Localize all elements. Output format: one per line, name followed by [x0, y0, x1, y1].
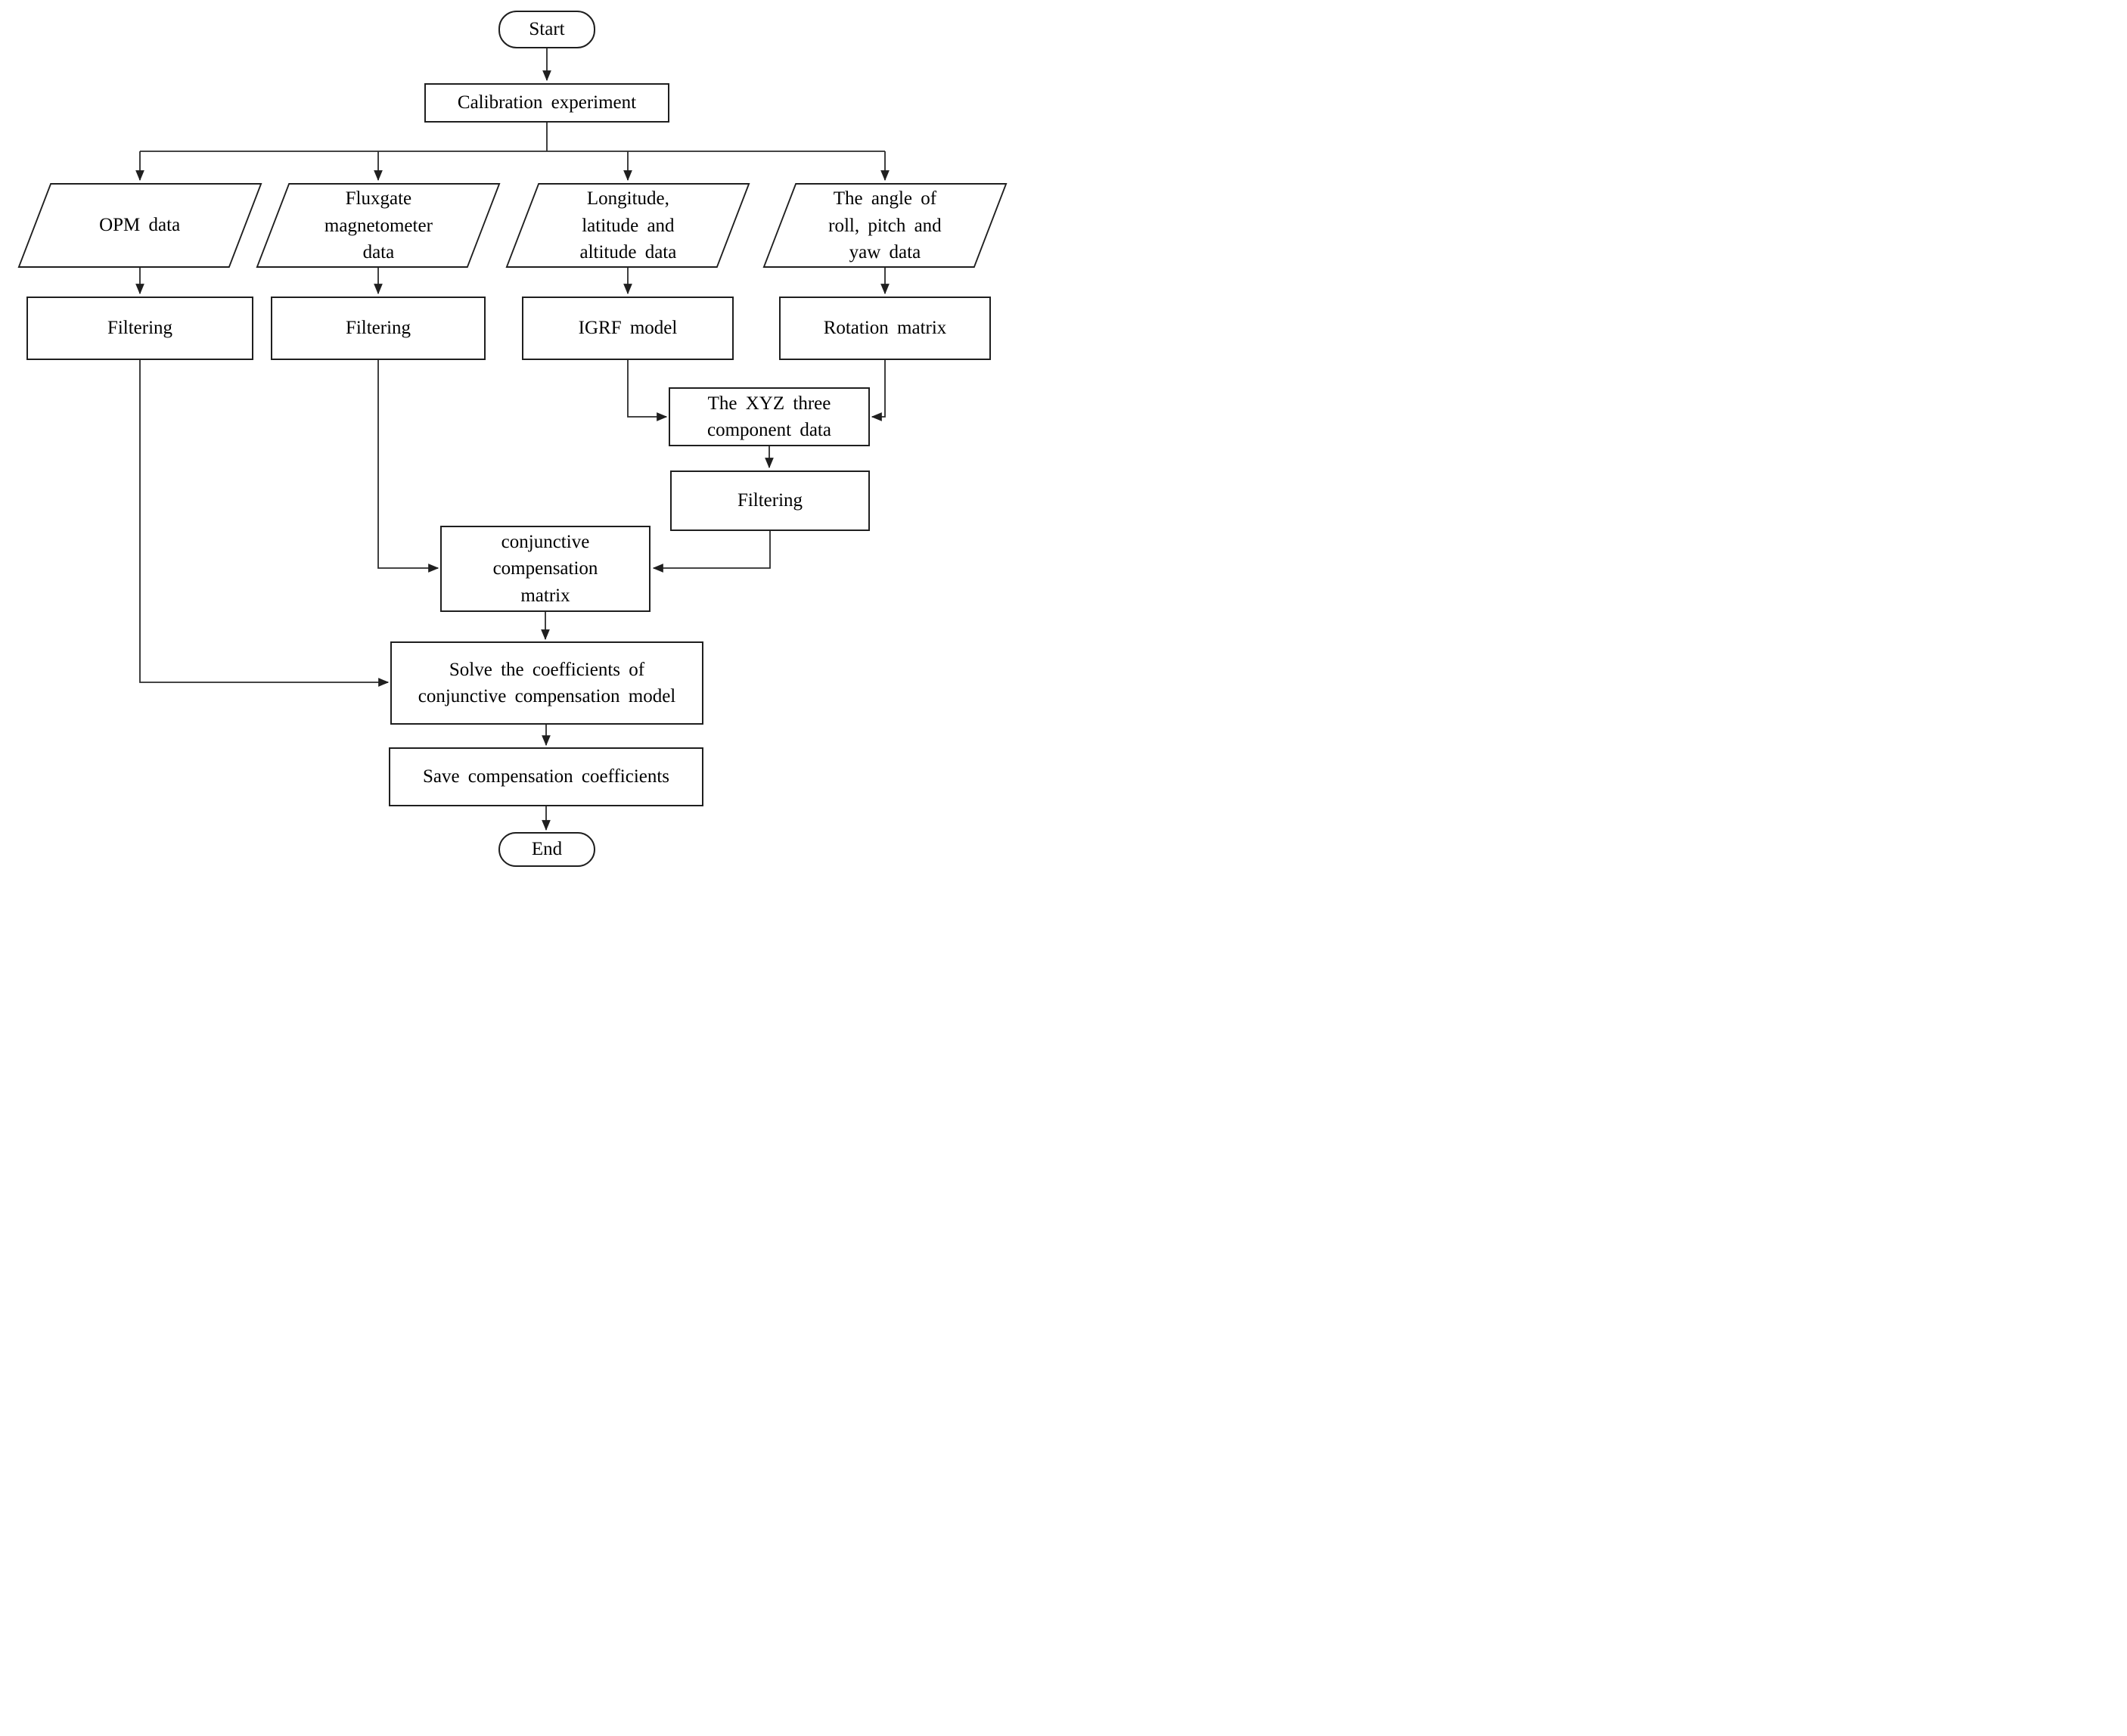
node-igrf-model: IGRF model [522, 297, 734, 360]
node-xyz-three-component-data-label: The XYZ three component data [707, 393, 831, 441]
node-roll-pitch-yaw-data-label: The angle of roll, pitch and yaw data [828, 188, 942, 262]
node-rotation-matrix-label: Rotation matrix [823, 318, 947, 339]
node-filtering-opm-label: Filtering [107, 318, 173, 339]
node-end-label: End [531, 839, 563, 860]
node-start-label: Start [529, 19, 565, 40]
node-xyz-three-component-data: The XYZ three component data [669, 387, 870, 446]
node-solve-coefficients-label: Solve the coefficients of conjunctive co… [418, 659, 676, 707]
node-filtering-opm: Filtering [26, 297, 253, 360]
node-save-coefficients-label: Save compensation coefficients [422, 766, 670, 787]
connector-lines [135, 48, 890, 831]
node-save-coefficients: Save compensation coefficients [389, 747, 703, 806]
node-roll-pitch-yaw-data: The angle of roll, pitch and yaw data [762, 183, 1008, 268]
node-end: End [498, 832, 595, 867]
node-conjunctive-compensation-matrix: conjunctive compensation matrix [440, 526, 651, 612]
node-rotation-matrix: Rotation matrix [779, 297, 991, 360]
node-longitude-latitude-altitude-data: Longitude, latitude and altitude data [505, 183, 750, 268]
node-fluxgate-magnetometer-data: Fluxgate magnetometer data [256, 183, 501, 268]
node-calibration-experiment: Calibration experiment [424, 83, 669, 123]
node-igrf-model-label: IGRF model [578, 318, 678, 339]
node-solve-coefficients: Solve the coefficients of conjunctive co… [390, 641, 703, 725]
node-opm-data-label: OPM data [99, 215, 181, 236]
node-longitude-latitude-altitude-data-label: Longitude, latitude and altitude data [579, 188, 676, 262]
node-start: Start [498, 11, 595, 48]
node-fluxgate-magnetometer-data-label: Fluxgate magnetometer data [324, 188, 433, 262]
node-filtering-fluxgate-label: Filtering [345, 318, 411, 339]
flowchart-canvas: Start Calibration experiment OPM data Fl… [0, 0, 1064, 870]
node-filtering-xyz: Filtering [670, 470, 870, 531]
node-filtering-fluxgate: Filtering [271, 297, 486, 360]
node-opm-data: OPM data [17, 183, 262, 268]
node-filtering-xyz-label: Filtering [737, 490, 803, 511]
node-conjunctive-compensation-matrix-label: conjunctive compensation matrix [492, 531, 598, 606]
node-calibration-experiment-label: Calibration experiment [457, 92, 637, 113]
